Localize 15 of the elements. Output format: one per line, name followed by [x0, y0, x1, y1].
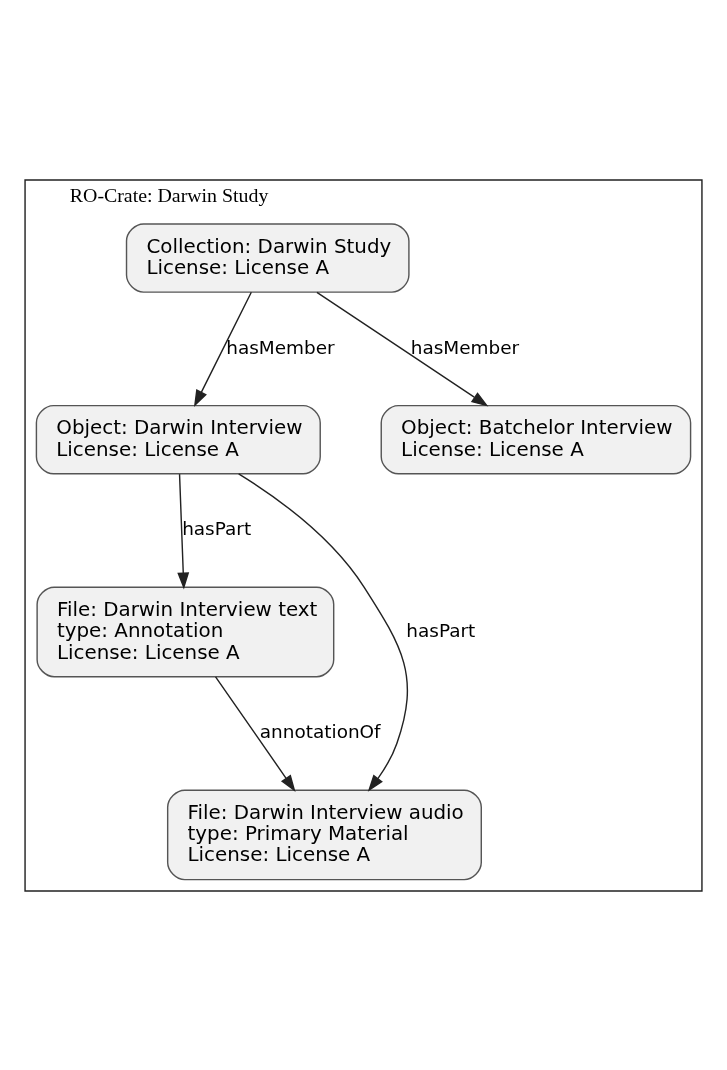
node-box: File: Darwin Interview audio type: Primary Material License: License A [166, 789, 482, 880]
arrow [316, 291, 489, 407]
node-box: File: Darwin Interview text type: Annotation License: License A [36, 586, 335, 677]
node-box: Object: Darwin Interview License: License A [35, 404, 321, 474]
edge-label: annotationOf [259, 720, 381, 742]
edge-label: hasMember [410, 336, 520, 358]
edge-label: hasPart [406, 619, 476, 641]
arrow [193, 291, 252, 407]
arrow [177, 472, 190, 589]
edge-label: hasPart [182, 517, 252, 539]
arrow [214, 675, 296, 792]
node-box: Object: Batchelor Interview License: License A [380, 404, 692, 474]
arrow [237, 472, 409, 792]
edge-label: hasMember [226, 336, 335, 358]
node-box: Collection: Darwin Study License: License A [125, 222, 410, 293]
